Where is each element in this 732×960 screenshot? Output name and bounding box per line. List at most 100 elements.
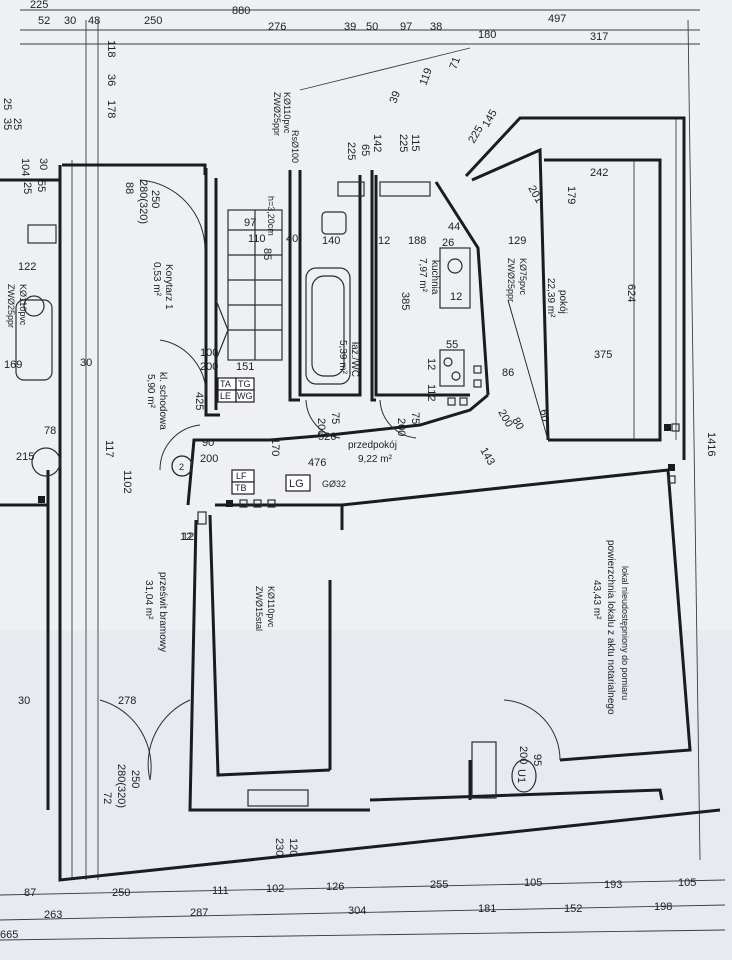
- door-width: 95: [531, 754, 543, 766]
- dim-label: 12: [378, 235, 390, 247]
- dim-label: 50: [366, 21, 378, 33]
- le-label: LE: [220, 391, 231, 401]
- dim-label: 317: [590, 31, 608, 43]
- inner-dim-labels: 242 129 375 86 110 97 40 140 12 188 26 4…: [1, 98, 612, 707]
- dim-label: 250: [112, 887, 130, 899]
- dim-label: 1416: [705, 432, 717, 456]
- dim-label: 25: [1, 98, 13, 110]
- ta-label: TA: [220, 379, 231, 389]
- dim-label: 255: [430, 879, 448, 891]
- bottom-row2-labels: 263 287 304 181 152 198: [44, 901, 672, 921]
- wall-markers: [38, 365, 680, 525]
- dim-label: 104: [19, 158, 31, 176]
- room-przeswit-area: 31,04 m²: [143, 580, 154, 620]
- dim-label: 39: [344, 21, 356, 33]
- dim-label: 280(320): [137, 180, 149, 224]
- pipe-label: KØ75pvc: [518, 258, 528, 296]
- lg-box: [285, 474, 311, 492]
- pipe-label: ZWØ15stal: [254, 586, 264, 631]
- dim-label: 142: [371, 134, 383, 152]
- dim-label: 105: [678, 877, 696, 889]
- dim-label: 179: [565, 186, 577, 204]
- room-pokoj-name: pokój: [557, 290, 568, 314]
- dim-label: 242: [590, 167, 608, 179]
- lokal-line2: powierzchnia lokalu z aktu notarialnego: [605, 540, 616, 715]
- fixture-boxes: [217, 377, 311, 495]
- tb-label: TB: [235, 483, 247, 493]
- dim-label: 181: [478, 903, 496, 915]
- dim-label: 276: [268, 21, 286, 33]
- lokal-area: 43,43 m²: [591, 580, 602, 620]
- wg-box: [235, 389, 255, 403]
- pipe-label: ZWØ25ppr: [506, 258, 516, 302]
- dim-label: 30: [64, 15, 76, 27]
- dim-label: 86: [502, 367, 514, 379]
- dim-label: 624: [625, 284, 637, 302]
- door-swings: [99, 179, 561, 781]
- dim-label: 97: [400, 21, 412, 33]
- dim-label: 40: [286, 233, 298, 245]
- lf-label: LF: [236, 471, 247, 481]
- pipe-label: ZWØ25ppr: [6, 284, 16, 328]
- dim-label: 65: [359, 144, 371, 156]
- dim-label: 476: [308, 457, 326, 469]
- dim-label: 200: [395, 418, 407, 436]
- paper-fold: [0, 630, 732, 960]
- dim-label: 122: [18, 261, 36, 273]
- dim-label: 88: [123, 182, 135, 194]
- dim-label: 230: [273, 838, 285, 856]
- dim-label: 112: [425, 384, 437, 402]
- dim-label: 12: [450, 291, 462, 303]
- dim-label: 60: [537, 408, 551, 422]
- gas-label: GØ32: [322, 479, 346, 489]
- dim-label: 75: [409, 412, 421, 424]
- dim-label: 375: [594, 349, 612, 361]
- bathtub: [305, 211, 351, 385]
- dim-label: 35: [1, 118, 13, 130]
- room-przedpokoj-area: 9,22 m²: [358, 454, 393, 465]
- unit-marker: U1 95 200: [511, 746, 543, 793]
- dim-label: 278: [118, 695, 136, 707]
- dim-label: 48: [88, 15, 100, 27]
- dim-label: 225: [345, 142, 357, 160]
- dim-label: 304: [348, 905, 366, 917]
- dim-label: 25: [11, 118, 23, 130]
- room-przeswit-name: prześwit bramowy: [157, 572, 168, 652]
- pipe-label: KØ110pvc: [266, 586, 276, 628]
- dim-label: 85: [261, 248, 273, 260]
- tg-label: TG: [238, 379, 251, 389]
- stair-marker: 2: [171, 455, 193, 477]
- dim-label: 97: [244, 217, 256, 229]
- dim-label: 87: [24, 887, 36, 899]
- dim-label: 178: [105, 100, 117, 118]
- dim-label: 497: [548, 13, 566, 25]
- dim-label: 119: [418, 66, 435, 87]
- room-lazienka-area: 5,39 m²: [337, 340, 348, 375]
- dim-label: 200: [200, 361, 218, 373]
- dim-label: 118: [105, 40, 117, 58]
- dim-label: 193: [604, 879, 622, 891]
- bottom-row1-labels: 87 250 111 102 126 255 105 193 105: [24, 877, 696, 899]
- dim-label: 151: [236, 361, 254, 373]
- dim-label: 1102: [121, 470, 133, 494]
- pipe-label: KØ110pvc: [18, 284, 28, 326]
- room-kuchnia-area: 7,97 m²: [417, 258, 428, 293]
- dim-label: 75: [329, 412, 341, 424]
- dim-label: 526: [318, 431, 336, 443]
- dim-label: 200: [200, 453, 218, 465]
- dim-label: 55: [35, 180, 47, 192]
- dim-label: 78: [44, 425, 56, 437]
- dim-label: 30: [80, 357, 92, 369]
- dim-label: 115: [409, 134, 421, 152]
- dim-label: 12: [182, 531, 194, 543]
- room-labels: pokój 22,39 m² kuchnia 7,97 m² łaz./WC 5…: [143, 258, 630, 715]
- dim-label: 30: [18, 695, 30, 707]
- dim-label: 30: [37, 158, 49, 170]
- dim-label: 140: [322, 235, 340, 247]
- dim-label: 117: [103, 440, 115, 458]
- dim-label: 111: [212, 885, 229, 897]
- room-kuchnia-name: kuchnia: [429, 260, 440, 295]
- vertical-dimension-lines: [71, 19, 701, 880]
- dim-label: 385: [399, 292, 411, 310]
- dim-label: 44: [448, 221, 460, 233]
